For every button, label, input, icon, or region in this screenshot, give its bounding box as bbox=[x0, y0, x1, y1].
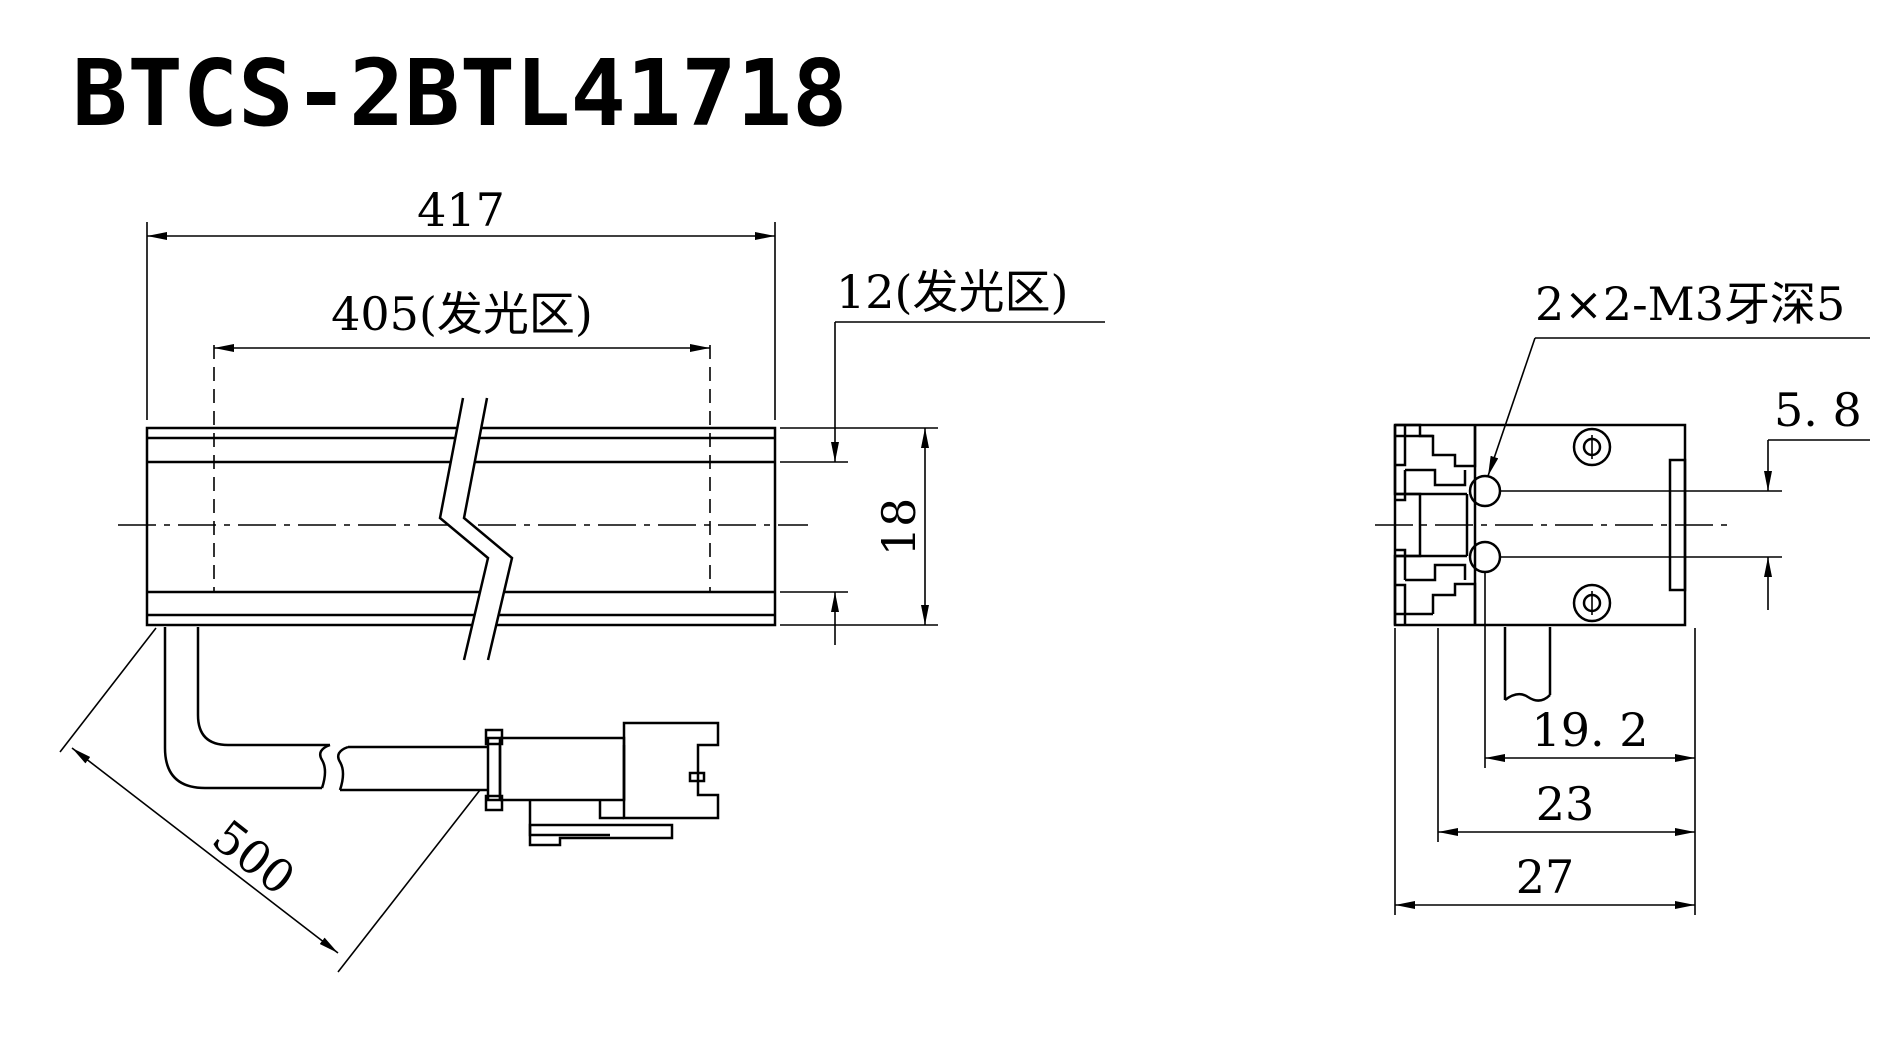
dim-width-inner: 19. 2 bbox=[1531, 703, 1648, 757]
dim-emitting-length: 405(发光区) bbox=[331, 287, 593, 341]
dim-width-mid: 23 bbox=[1536, 777, 1595, 831]
dim-line-500 bbox=[71, 747, 339, 954]
dim-height: 18 bbox=[872, 498, 926, 557]
dim-width-total: 27 bbox=[1516, 850, 1575, 904]
dim-cable-length: 500 bbox=[203, 809, 305, 906]
thread-note: 2×2-M3牙深5 bbox=[1535, 277, 1845, 331]
thread-leader bbox=[1487, 337, 1536, 477]
dim-emitting-width: 12(发光区) bbox=[836, 265, 1068, 319]
dim-hole-spacing: 5. 8 bbox=[1774, 383, 1862, 437]
screw-head-top bbox=[1572, 427, 1612, 467]
drawing-title: BTCS-2BTL41718 bbox=[72, 40, 847, 147]
front-view: 417 405(发光区) 12(发光区) 18 bbox=[59, 183, 1105, 973]
cable bbox=[163, 627, 488, 792]
dim-overall-length: 417 bbox=[417, 183, 505, 237]
connector bbox=[484, 721, 720, 847]
screw-head-bottom bbox=[1572, 583, 1612, 623]
side-view: 2×2-M3牙深5 5. 8 19. 2 23 27 bbox=[1375, 277, 1870, 915]
